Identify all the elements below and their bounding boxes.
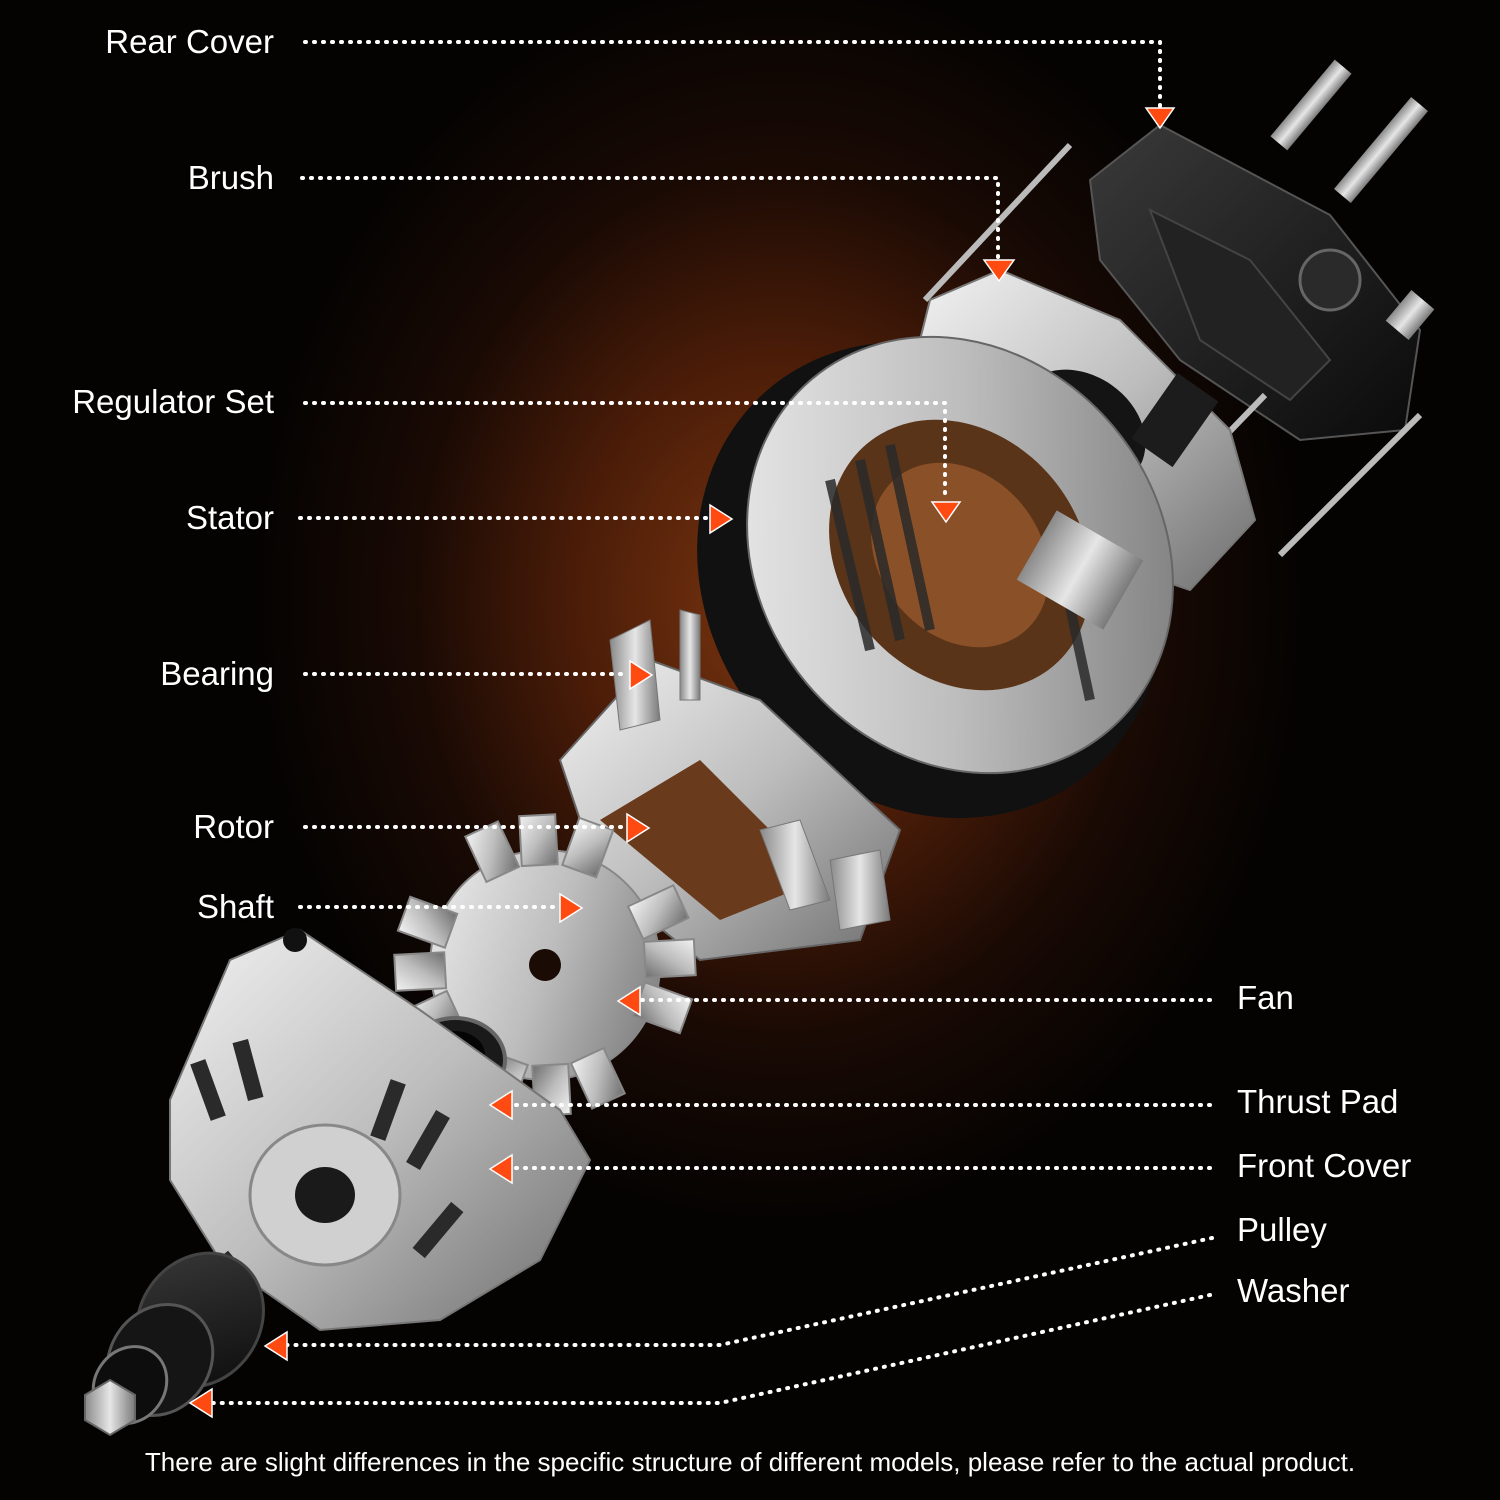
rear-cover-part xyxy=(1088,123,1422,442)
arrow-fan xyxy=(616,985,641,1017)
label-front-cover: Front Cover xyxy=(1237,1147,1412,1184)
label-bearing: Bearing xyxy=(160,655,274,692)
leader-lines xyxy=(208,40,1214,1405)
arrow-thrust-pad xyxy=(488,1089,513,1121)
leader-pulley xyxy=(283,1236,1214,1347)
arrow-pulley xyxy=(263,1330,288,1362)
label-rotor: Rotor xyxy=(193,808,274,845)
front-cover-part xyxy=(169,928,592,1332)
label-washer: Washer xyxy=(1237,1272,1350,1309)
leader-rear-cover xyxy=(303,40,1162,110)
label-thrust-pad: Thrust Pad xyxy=(1237,1083,1399,1120)
arrow-brush xyxy=(982,259,1016,283)
stator-part xyxy=(697,335,1174,819)
arrow-bearing xyxy=(629,659,654,691)
arrow-regulator-set xyxy=(930,501,962,524)
arrow-markers xyxy=(188,107,1176,1419)
arrow-shaft xyxy=(559,892,584,924)
arrow-stator xyxy=(709,503,734,535)
arrow-rotor xyxy=(626,812,651,844)
label-pulley: Pulley xyxy=(1237,1211,1327,1248)
label-shaft: Shaft xyxy=(196,888,274,925)
label-rear-cover: Rear Cover xyxy=(105,23,274,60)
leader-brush xyxy=(300,176,1000,260)
pulley-part xyxy=(84,1251,265,1437)
rotor-part xyxy=(558,609,902,962)
arrow-rear-cover xyxy=(1144,107,1176,130)
leader-regulator-set xyxy=(303,401,947,502)
arrow-washer xyxy=(188,1387,213,1419)
label-stator: Stator xyxy=(185,499,274,536)
label-fan: Fan xyxy=(1237,979,1294,1016)
label-brush: Brush xyxy=(187,159,274,196)
disclaimer-note: There are slight differences in the spec… xyxy=(144,1447,1356,1477)
label-regulator-set: Regulator Set xyxy=(72,383,274,420)
arrow-front-cover xyxy=(488,1153,513,1185)
